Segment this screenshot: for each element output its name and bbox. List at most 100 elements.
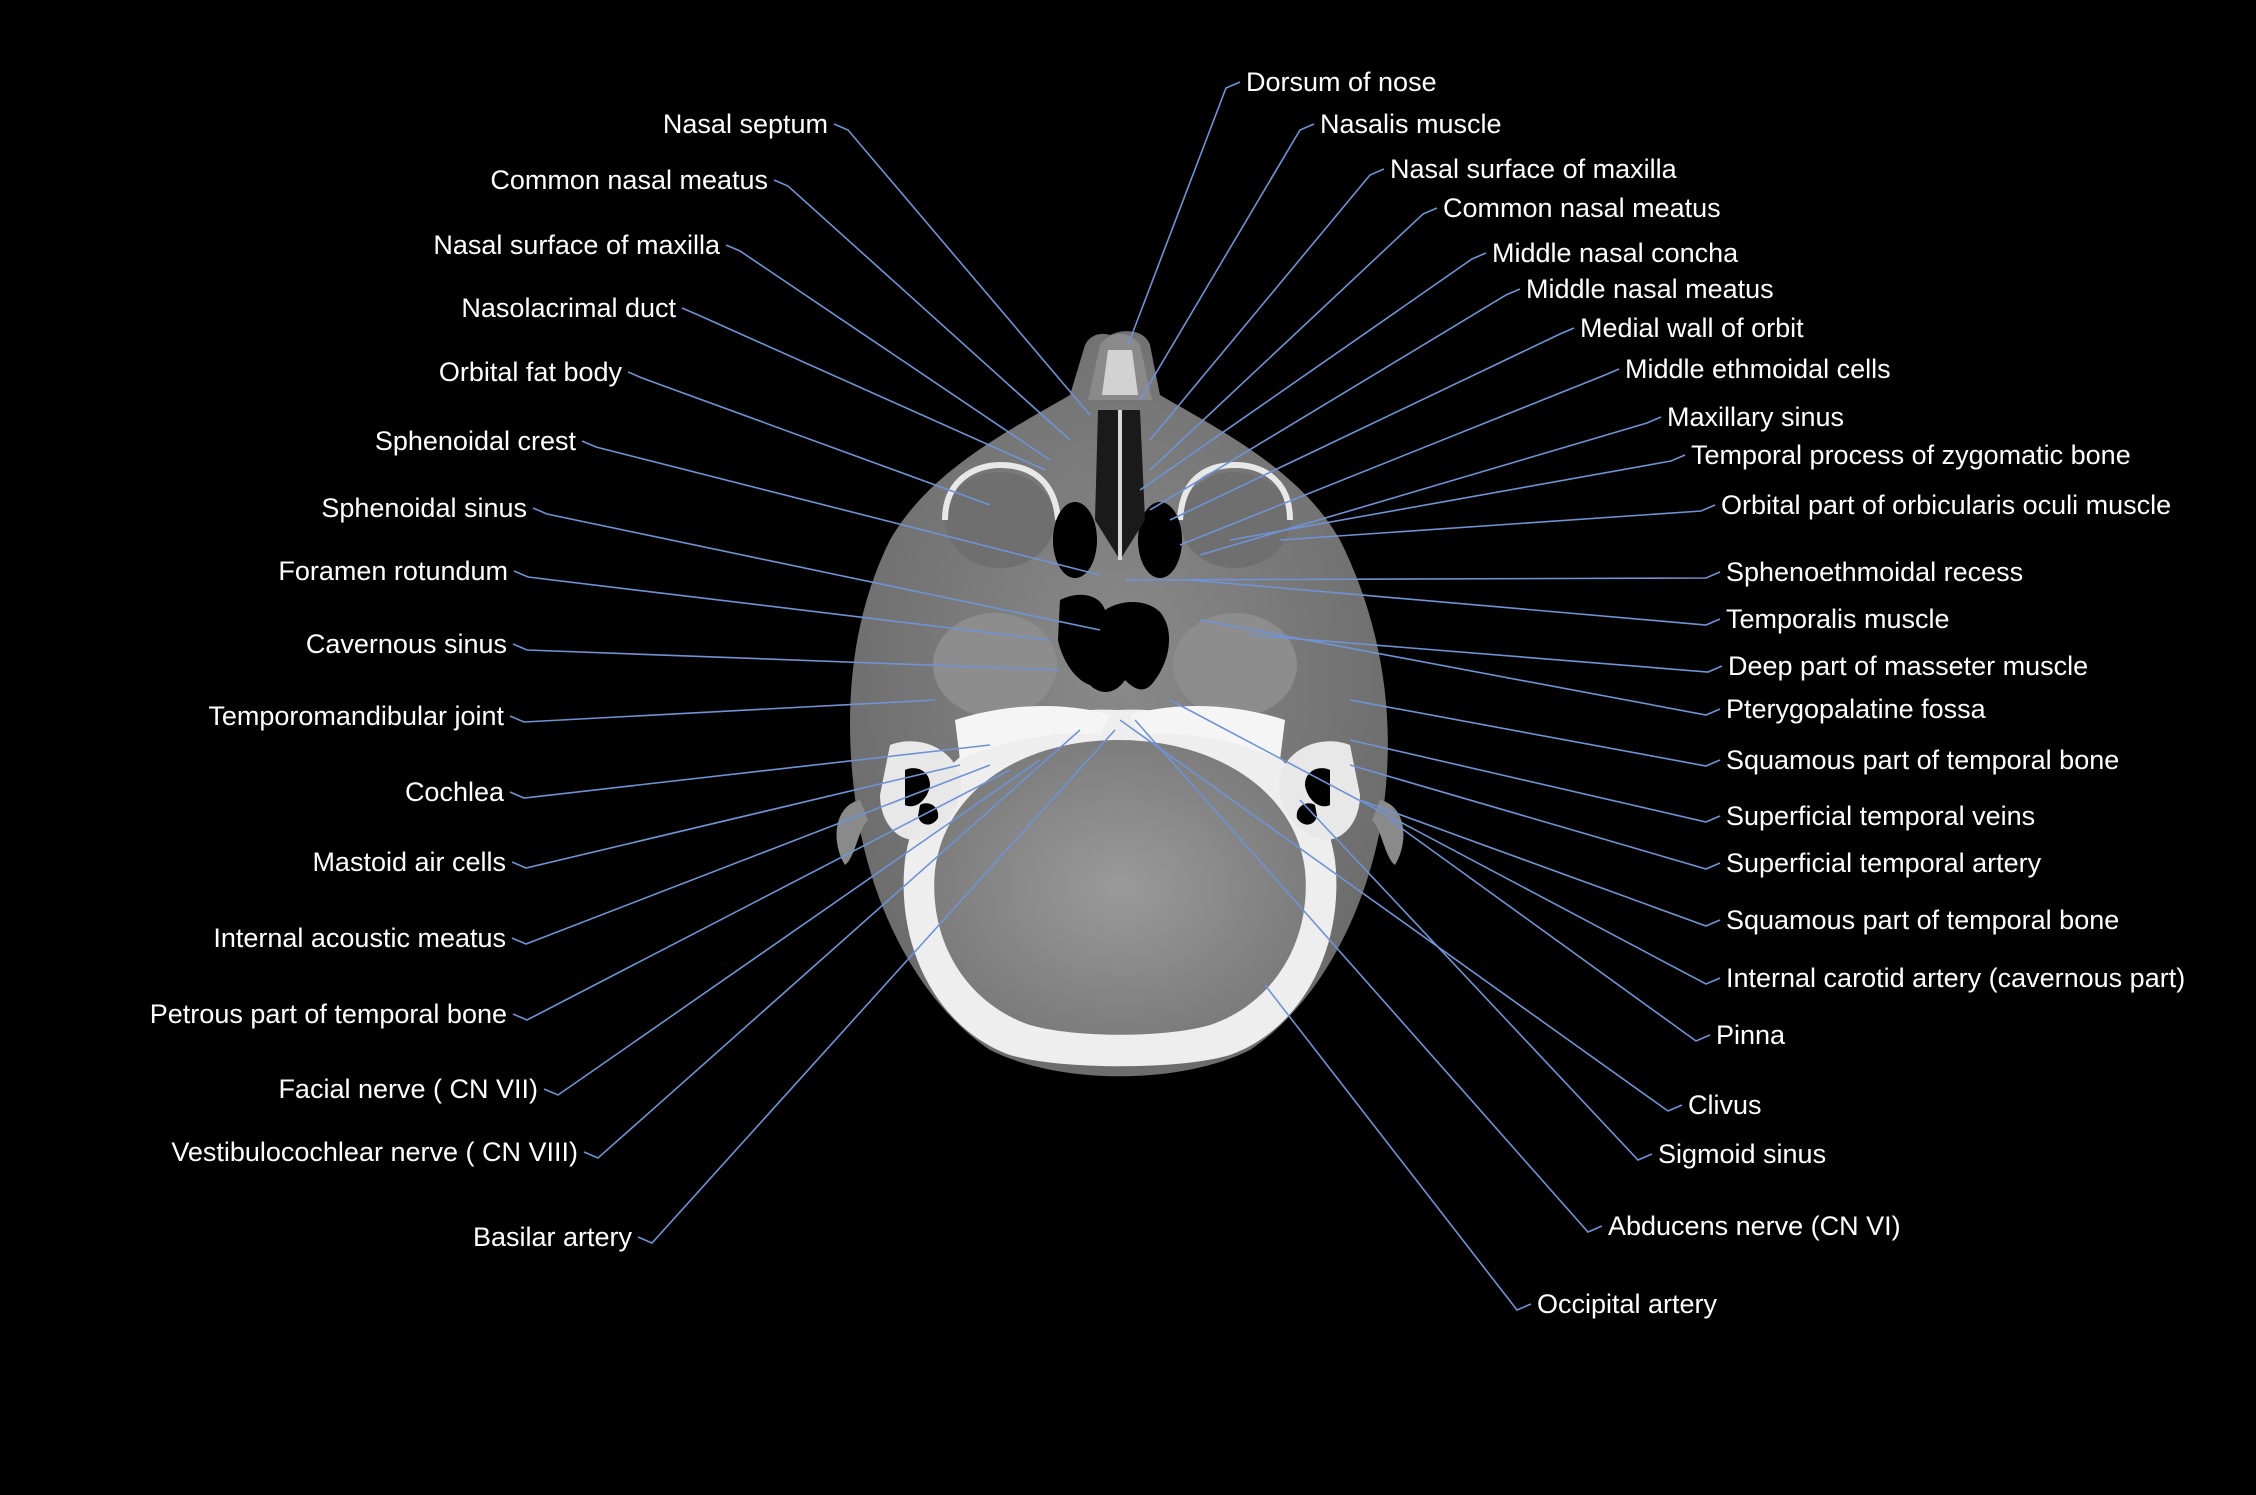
leader-line-right-8 [1179,368,1620,546]
label-left-10: Temporomandibular joint [208,701,504,731]
label-left-13: Internal acoustic meatus [213,923,506,953]
label-left-2: Common nasal meatus [490,165,768,195]
label-left-8: Foramen rotundum [278,556,508,586]
label-right-13: Temporalis muscle [1726,604,1950,634]
label-right-18: Superficial temporal artery [1726,848,2042,878]
right-ethmoid-air [1138,502,1182,578]
label-right-17: Superficial temporal veins [1726,801,2036,831]
leader-line-right-13 [1189,579,1721,626]
left-ethmoid-air [1053,502,1097,578]
nasal-septum [1118,410,1122,560]
label-right-21: Pinna [1716,1020,1786,1050]
leader-line-right-12 [1124,571,1721,581]
leader-line-left-7 [532,507,1101,631]
label-right-22: Clivus [1688,1090,1762,1120]
right-orbit [1180,472,1290,568]
leader-line-left-8 [513,570,1051,641]
label-right-15: Pterygopalatine fossa [1726,694,1986,724]
leader-line-right-5 [1139,252,1487,491]
label-right-12: Sphenoethmoidal recess [1726,557,2024,587]
label-right-4: Common nasal meatus [1443,193,1721,223]
leader-line-left-16 [583,729,1081,1159]
leader-line-left-3 [725,244,1051,461]
label-left-4: Nasolacrimal duct [461,293,676,323]
label-right-14: Deep part of masseter muscle [1728,651,2089,681]
leader-line-right-17 [1349,739,1721,823]
label-right-23: Sigmoid sinus [1658,1139,1827,1169]
leader-line-right-23 [1299,799,1653,1161]
leader-line-right-3 [1149,168,1385,441]
leader-line-right-6 [1149,288,1521,511]
label-right-25: Occipital artery [1537,1289,1718,1319]
left-petrous-bone [955,705,1110,760]
leader-line-right-19 [1359,799,1721,927]
leader-line-right-1 [1127,81,1241,346]
left-temporal-lobe [933,613,1057,717]
label-right-19: Squamous part of temporal bone [1726,905,2120,935]
leader-line-left-13 [511,764,991,945]
leader-line-right-22 [1119,719,1683,1112]
label-right-16: Squamous part of temporal bone [1726,745,2120,775]
leader-line-right-11 [1279,504,1716,541]
label-left-16: Vestibulocochlear nerve ( CN VIII) [171,1137,578,1167]
left-orbit [945,472,1055,568]
leader-line-right-7 [1169,327,1575,521]
leader-lines [509,81,1723,1311]
label-left-6: Sphenoidal crest [374,426,576,456]
leader-line-left-1 [833,123,1091,416]
right-temporal-lobe [1173,613,1297,717]
label-right-2: Nasalis muscle [1320,109,1502,139]
leader-line-right-4 [1149,207,1438,471]
leader-line-left-12 [511,764,961,869]
right-mastoid-air [1296,768,1330,825]
label-left-15: Facial nerve ( CN VII) [278,1074,538,1104]
label-right-9: Maxillary sinus [1667,402,1845,432]
label-left-11: Cochlea [404,777,504,807]
sphenoid-sinus-air [1058,594,1170,692]
leader-line-left-2 [773,179,1071,441]
left-mastoid-air [905,768,939,825]
leader-line-right-25 [1264,984,1532,1311]
leader-line-left-11 [509,744,991,799]
leader-line-right-10 [1229,454,1686,541]
label-right-5: Middle nasal concha [1492,238,1739,268]
label-right-11: Orbital part of orbicularis oculi muscle [1721,490,2172,520]
cerebellum [934,740,1306,1035]
leader-line-right-24 [1134,719,1603,1233]
nasal-bone [1102,350,1138,395]
label-right-3: Nasal surface of maxilla [1390,154,1677,184]
label-left-3: Nasal surface of maxilla [433,230,720,260]
leader-line-right-15 [1199,619,1721,716]
label-left-9: Cavernous sinus [305,629,507,659]
right-orbit-rim [1177,461,1293,521]
label-right-1: Dorsum of nose [1246,67,1437,97]
label-left-17: Basilar artery [472,1222,632,1252]
label-right-6: Middle nasal meatus [1526,274,1774,304]
leader-line-left-14 [512,769,1011,1021]
leader-line-right-18 [1349,764,1721,870]
label-right-24: Abducens nerve (CN VI) [1608,1211,1901,1241]
leader-line-right-20 [1169,699,1721,985]
label-left-5: Orbital fat body [438,357,622,387]
leader-line-left-15 [543,759,1041,1096]
label-right-20: Internal carotid artery (cavernous part) [1726,963,2186,993]
leader-line-left-10 [509,699,936,723]
leader-line-left-9 [512,643,1061,671]
leader-line-left-4 [681,307,1046,471]
leader-line-right-21 [1389,819,1711,1042]
leader-line-left-5 [627,371,991,506]
label-left-12: Mastoid air cells [312,847,506,877]
leader-line-right-14 [1249,634,1723,673]
leader-line-left-6 [581,440,1101,576]
leader-line-right-9 [1199,416,1662,556]
leader-line-right-16 [1349,699,1721,767]
leader-line-left-17 [637,729,1116,1244]
label-right-8: Middle ethmoidal cells [1625,354,1891,384]
label-right-7: Medial wall of orbit [1580,313,1804,343]
label-left-1: Nasal septum [662,109,828,139]
leader-line-right-2 [1139,123,1315,401]
right-petrous-bone [1130,705,1285,760]
left-pinna [836,800,868,865]
